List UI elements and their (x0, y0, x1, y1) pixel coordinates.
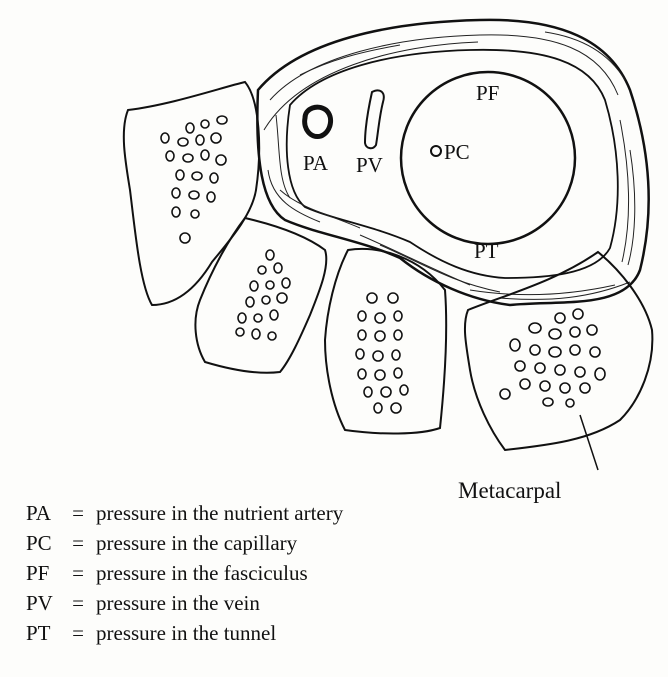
legend-row: PV=pressure in the vein (26, 588, 446, 618)
legend-row: PT=pressure in the tunnel (26, 618, 446, 648)
label-metacarpal: Metacarpal (458, 478, 561, 503)
legend-equals: = (64, 618, 92, 648)
legend-abbr: PT (26, 618, 64, 648)
carpal-bone-2 (195, 218, 326, 373)
legend-row: PA=pressure in the nutrient artery (26, 498, 446, 528)
vein (365, 90, 384, 148)
legend-equals: = (64, 588, 92, 618)
carpal-bone-1 (124, 82, 259, 305)
legend-definition: pressure in the vein (92, 588, 260, 618)
legend-definition: pressure in the fasciculus (92, 558, 308, 588)
label-pa: PA (303, 151, 329, 175)
legend-abbr: PF (26, 558, 64, 588)
label-pf: PF (476, 81, 499, 105)
label-pt: PT (474, 239, 499, 263)
legend-definition: pressure in the capillary (92, 528, 297, 558)
legend-definition: pressure in the tunnel (92, 618, 276, 648)
metacarpal-pointer (580, 415, 598, 470)
metacarpal-bone (465, 252, 652, 450)
label-pv: PV (356, 153, 383, 177)
legend-abbr: PV (26, 588, 64, 618)
legend-equals: = (64, 558, 92, 588)
legend-row: PF=pressure in the fasciculus (26, 558, 446, 588)
nutrient-artery (305, 107, 331, 136)
label-pc: PC (444, 140, 470, 164)
legend-abbr: PC (26, 528, 64, 558)
legend-row: PC=pressure in the capillary (26, 528, 446, 558)
legend-definition: pressure in the nutrient artery (92, 498, 343, 528)
legend-equals: = (64, 498, 92, 528)
legend-abbr: PA (26, 498, 64, 528)
legend-equals: = (64, 528, 92, 558)
